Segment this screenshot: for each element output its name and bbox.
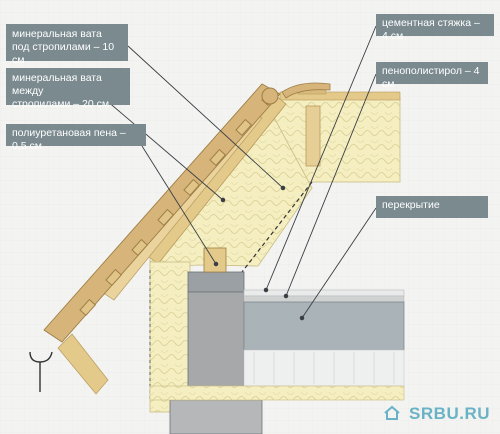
bearing-wall-top [187, 271, 245, 293]
leader-lines [105, 25, 377, 321]
slab-hatch [253, 352, 395, 384]
lower-wool-strip [149, 385, 405, 401]
slab-underside [243, 349, 405, 387]
label-line: минеральная вата [12, 28, 102, 40]
bearing-wall [187, 291, 245, 403]
label-line: минеральная вата между [12, 72, 102, 97]
watermark-text: SRBU.RU [409, 404, 490, 423]
label-floor-slab: перекрытие [376, 196, 488, 218]
watermark: SRBU.RU [383, 404, 490, 424]
wall-base [169, 399, 263, 434]
label-line: цементная стяжка – 4 см [382, 17, 480, 42]
top-board [279, 91, 401, 101]
label-line: перекрытие [382, 199, 440, 211]
label-line: пенополистирол – 4 см [382, 65, 480, 90]
label-line: полиуретановая пена – 0,5 см [12, 127, 126, 152]
mauerlat-beam [203, 247, 227, 273]
label-polystyrene: пенополистирол – 4 см [376, 62, 488, 90]
eave-fascia [57, 333, 109, 395]
ceiling-joist [305, 105, 321, 167]
label-line: под стропилами – 10 см [12, 41, 115, 66]
house-icon [384, 405, 400, 420]
label-polyurethane-foam: полиуретановая пена – 0,5 см [6, 124, 146, 152]
cement-screed-layer [243, 295, 405, 303]
label-line: стропилами – 20 см [12, 98, 110, 110]
label-mineral-wool-between-rafters: минеральная вата между стропилами – 20 с… [6, 68, 130, 110]
floor-slab [243, 301, 405, 351]
label-mineral-wool-under-rafters: минеральная вата под стропилами – 10 см [6, 24, 128, 66]
label-cement-screed: цементная стяжка – 4 см [376, 14, 494, 42]
gutter [29, 351, 53, 392]
vapour-membrane [241, 181, 313, 273]
ridge-tile [261, 82, 331, 105]
